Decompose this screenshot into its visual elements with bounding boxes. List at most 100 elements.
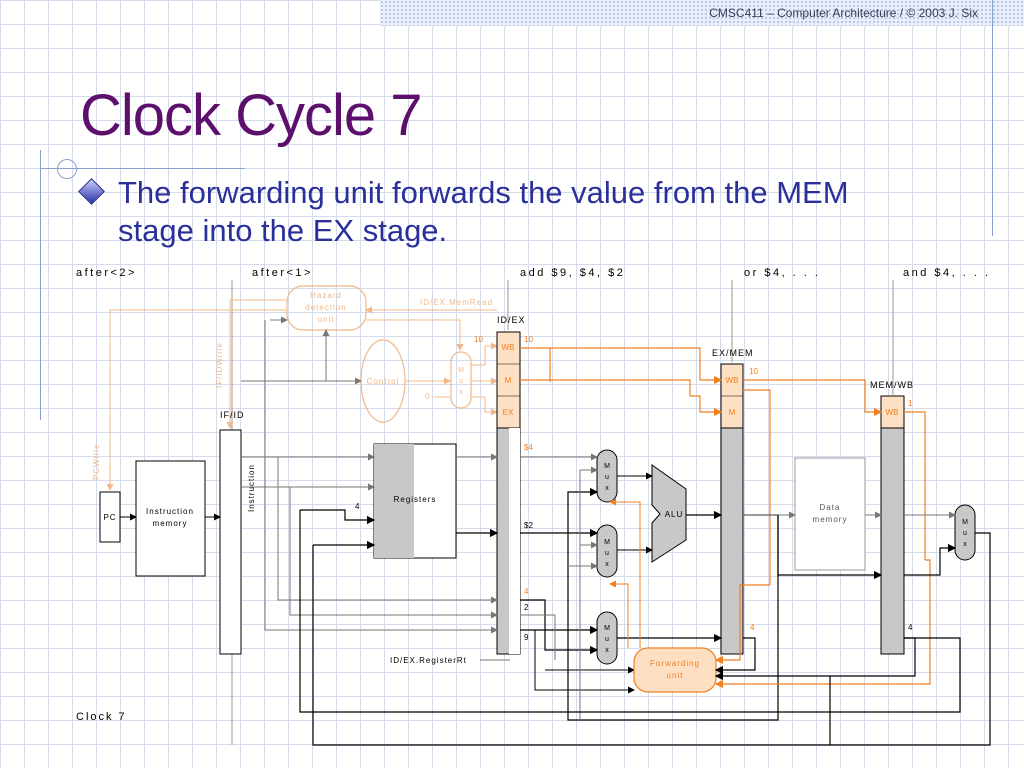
mux-letter: x xyxy=(605,561,609,568)
rt-to-idex-wire xyxy=(289,487,498,619)
idex-in-value: 10 xyxy=(474,335,483,344)
forward-b-ctrl xyxy=(609,580,629,648)
idex-ex-field: EX xyxy=(503,408,514,417)
instruction-memory xyxy=(135,460,206,577)
instr-to-idex-wire xyxy=(264,320,498,634)
dmem-label-1: Data xyxy=(820,503,841,512)
idex-four-value: 4 xyxy=(524,587,529,596)
memwb-wb-field: WB xyxy=(886,408,899,417)
mux-letter: x xyxy=(459,389,463,396)
ifid-write-label: IF/IDWrite xyxy=(215,342,224,388)
mux-letter: x xyxy=(963,541,967,548)
mux-letter: u xyxy=(459,378,463,385)
rt-value: $2 xyxy=(524,521,533,530)
mux-letter: x xyxy=(605,485,609,492)
memwb-four-value: 4 xyxy=(908,623,913,632)
memwb-value: 1 xyxy=(908,399,913,408)
idex-wb-field: WB xyxy=(502,343,515,352)
exmem-wb-field: WB xyxy=(726,376,739,385)
writeback-data-wire xyxy=(312,532,991,746)
mux-letter: u xyxy=(605,474,609,481)
hazard-label-1: Hazard xyxy=(310,291,342,300)
alu-label: ALU xyxy=(665,510,684,519)
pc-write-label: PCWrite xyxy=(92,443,101,480)
mux-letter: x xyxy=(605,647,609,654)
idex-two-value: 2 xyxy=(524,603,529,612)
mux-letter: u xyxy=(605,636,609,643)
memwb-regwrite-wire xyxy=(904,411,926,560)
write-reg-value: 4 xyxy=(355,502,360,511)
memwb-forward-a-wire xyxy=(579,466,598,720)
decor-line xyxy=(40,150,41,420)
dmem-label-2: memory xyxy=(813,515,848,524)
idex-label: ID/EX xyxy=(497,315,526,325)
exmem-four-value: 4 xyxy=(750,623,755,632)
exmem-regwrite-wire xyxy=(743,389,771,585)
mux-letter: M xyxy=(604,625,610,632)
idex-m-field: M xyxy=(505,376,512,385)
imem-label-2: memory xyxy=(153,519,188,528)
data-memory xyxy=(794,457,866,571)
wb-ctrl-wire xyxy=(520,347,723,385)
exmem-register xyxy=(720,427,744,655)
header-band: CMSC411 – Computer Architecture / © 2003… xyxy=(380,0,1024,26)
idex-registerrt-label: ID/EX.RegisterRt xyxy=(390,656,467,665)
rs-to-idex-wire xyxy=(277,457,498,604)
forward-a-ctrl xyxy=(609,498,641,648)
alu xyxy=(651,464,687,563)
mux-letter: u xyxy=(605,550,609,557)
exmem-regwrite-to-fwd xyxy=(714,584,770,665)
hazard-to-mux-wire xyxy=(366,319,464,351)
slide-title: Clock Cycle 7 xyxy=(80,83,423,148)
decor-line xyxy=(40,168,245,169)
mux-letter: M xyxy=(604,463,610,470)
m-ctrl-wire xyxy=(520,379,723,417)
rs-value: $4 xyxy=(524,443,533,452)
control-label: Control xyxy=(367,377,400,386)
registers-label: Registers xyxy=(394,495,437,504)
idex-memread-label: ID/EX.MemRead xyxy=(420,298,493,307)
hazard-label-3: unit xyxy=(318,315,335,324)
alu-b-mux xyxy=(596,524,618,578)
instruction-label: Instruction xyxy=(247,464,256,512)
fwd-label-2: unit xyxy=(667,671,684,680)
course-footer: CMSC411 – Computer Architecture / © 2003… xyxy=(709,6,978,20)
ifid-register xyxy=(219,429,242,655)
ifid-label: IF/ID xyxy=(220,410,245,420)
memwb-label: MEM/WB xyxy=(870,380,914,390)
stage-label-id: after<1> xyxy=(252,267,313,279)
mux-letter: M xyxy=(962,519,968,526)
register-file-half xyxy=(374,444,414,558)
pc-write-wire xyxy=(106,309,287,491)
fwd-label-1: Forwarding xyxy=(650,659,700,668)
bullet-text: The forwarding unit forwards the value f… xyxy=(118,175,849,248)
mux-to-ex-wire xyxy=(471,396,498,416)
exmem-rd-to-fwd xyxy=(714,637,756,675)
idex-nine-value: 9 xyxy=(524,633,529,642)
stage-label-ex: add $9, $4, $2 xyxy=(520,267,625,279)
clock-label: Clock 7 xyxy=(76,711,127,723)
mux-letter: u xyxy=(963,530,967,537)
write-reg-wire xyxy=(300,509,376,525)
stage-label-if: after<2> xyxy=(76,267,137,279)
ifid-write-wire xyxy=(226,299,287,429)
memwb-regwrite-to-fwd xyxy=(714,559,931,689)
decor-ring xyxy=(57,159,77,179)
exmem-wb-ctrl-wire xyxy=(743,379,883,417)
memwb-to-wbmux-b xyxy=(904,543,957,576)
stage-label-wb: and $4, . . . xyxy=(903,267,991,279)
exmem-m-field: M xyxy=(729,408,736,417)
mux-letter: M xyxy=(604,539,610,546)
exmem-value: 10 xyxy=(749,367,758,376)
hazard-label-2: detection xyxy=(305,303,346,312)
idex-out-value: 10 xyxy=(524,335,533,344)
mux-letter: M xyxy=(458,367,464,374)
zero-label: 0 xyxy=(425,392,430,401)
alu-bypass-to-memwb xyxy=(777,515,883,580)
stage-label-mem: or $4, . . . xyxy=(744,267,820,279)
pc-label: PC xyxy=(103,513,116,522)
rs-forward-tap xyxy=(520,614,556,660)
control-mux xyxy=(450,351,472,409)
writeback-reg-wire xyxy=(299,510,961,713)
